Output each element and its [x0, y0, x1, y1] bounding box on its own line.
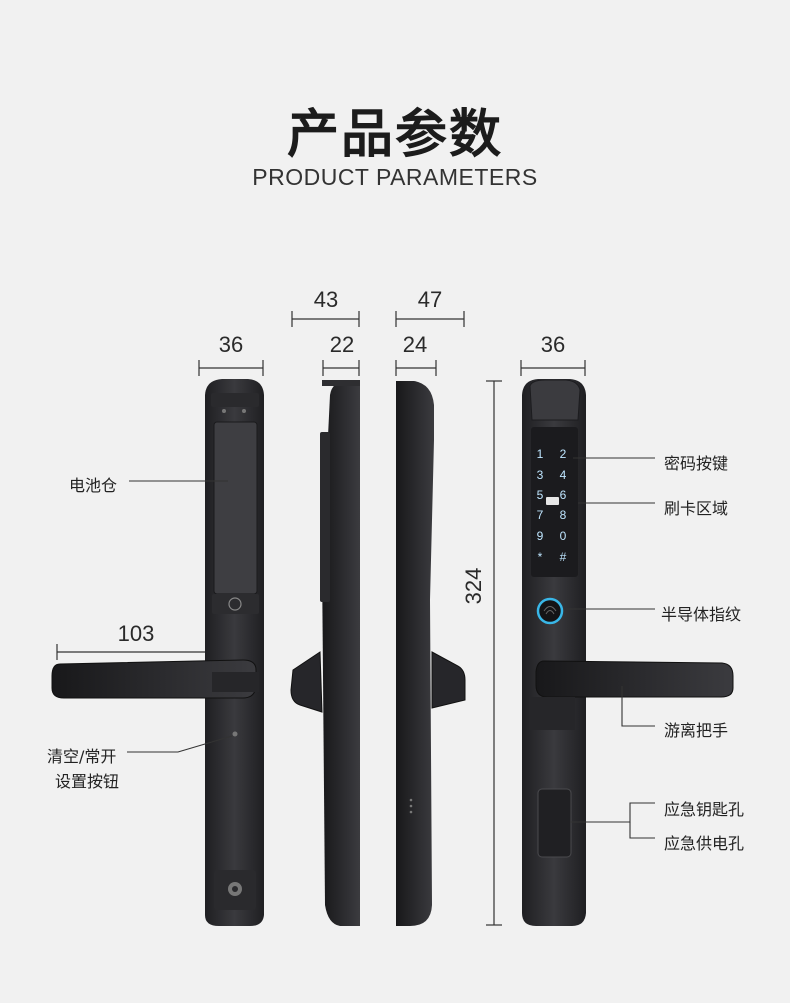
key-5: 5	[537, 488, 544, 502]
label-fingerprint: 半导体指纹	[661, 605, 742, 624]
side-view-left	[290, 380, 360, 926]
dim-side-47: 47	[417, 287, 443, 312]
label-battery: 电池仓	[69, 476, 118, 495]
key-3: 3	[537, 468, 544, 482]
dim-side-24: 24	[402, 332, 428, 357]
side-view-right	[396, 381, 466, 926]
dim-back-width: 36	[218, 332, 244, 357]
label-emergency-key: 应急钥匙孔	[664, 800, 745, 819]
key-hash: #	[560, 550, 567, 564]
key-9: 9	[537, 529, 544, 543]
key-6: 6	[560, 488, 567, 502]
key-1: 1	[537, 447, 544, 461]
front-view	[522, 379, 734, 926]
page-title: 产品参数	[286, 105, 503, 165]
dim-side-22: 22	[329, 332, 355, 357]
key-star: *	[538, 550, 543, 564]
label-keypad: 密码按键	[664, 454, 729, 473]
back-view	[51, 379, 264, 926]
key-7: 7	[537, 508, 544, 522]
label-reset-line1: 清空/常开	[47, 747, 117, 766]
dim-front-width: 36	[540, 332, 566, 357]
page-subtitle: PRODUCT PARAMETERS	[252, 164, 538, 190]
dim-side-43: 43	[313, 287, 339, 312]
label-handle: 游离把手	[664, 721, 729, 740]
label-card-area: 刷卡区域	[664, 499, 729, 518]
label-reset-line2: 设置按钮	[55, 772, 120, 791]
label-emergency-power: 应急供电孔	[664, 834, 745, 853]
key-0: 0	[560, 529, 567, 543]
key-8: 8	[560, 508, 567, 522]
callout-lines	[127, 457, 655, 839]
key-4: 4	[560, 468, 567, 482]
dim-handle-length: 103	[117, 621, 155, 646]
dimension-lines	[56, 311, 586, 926]
keypad-keys: 1 2 3 4 5 6 7 8 9 0 * #	[537, 447, 567, 564]
key-2: 2	[560, 447, 567, 461]
